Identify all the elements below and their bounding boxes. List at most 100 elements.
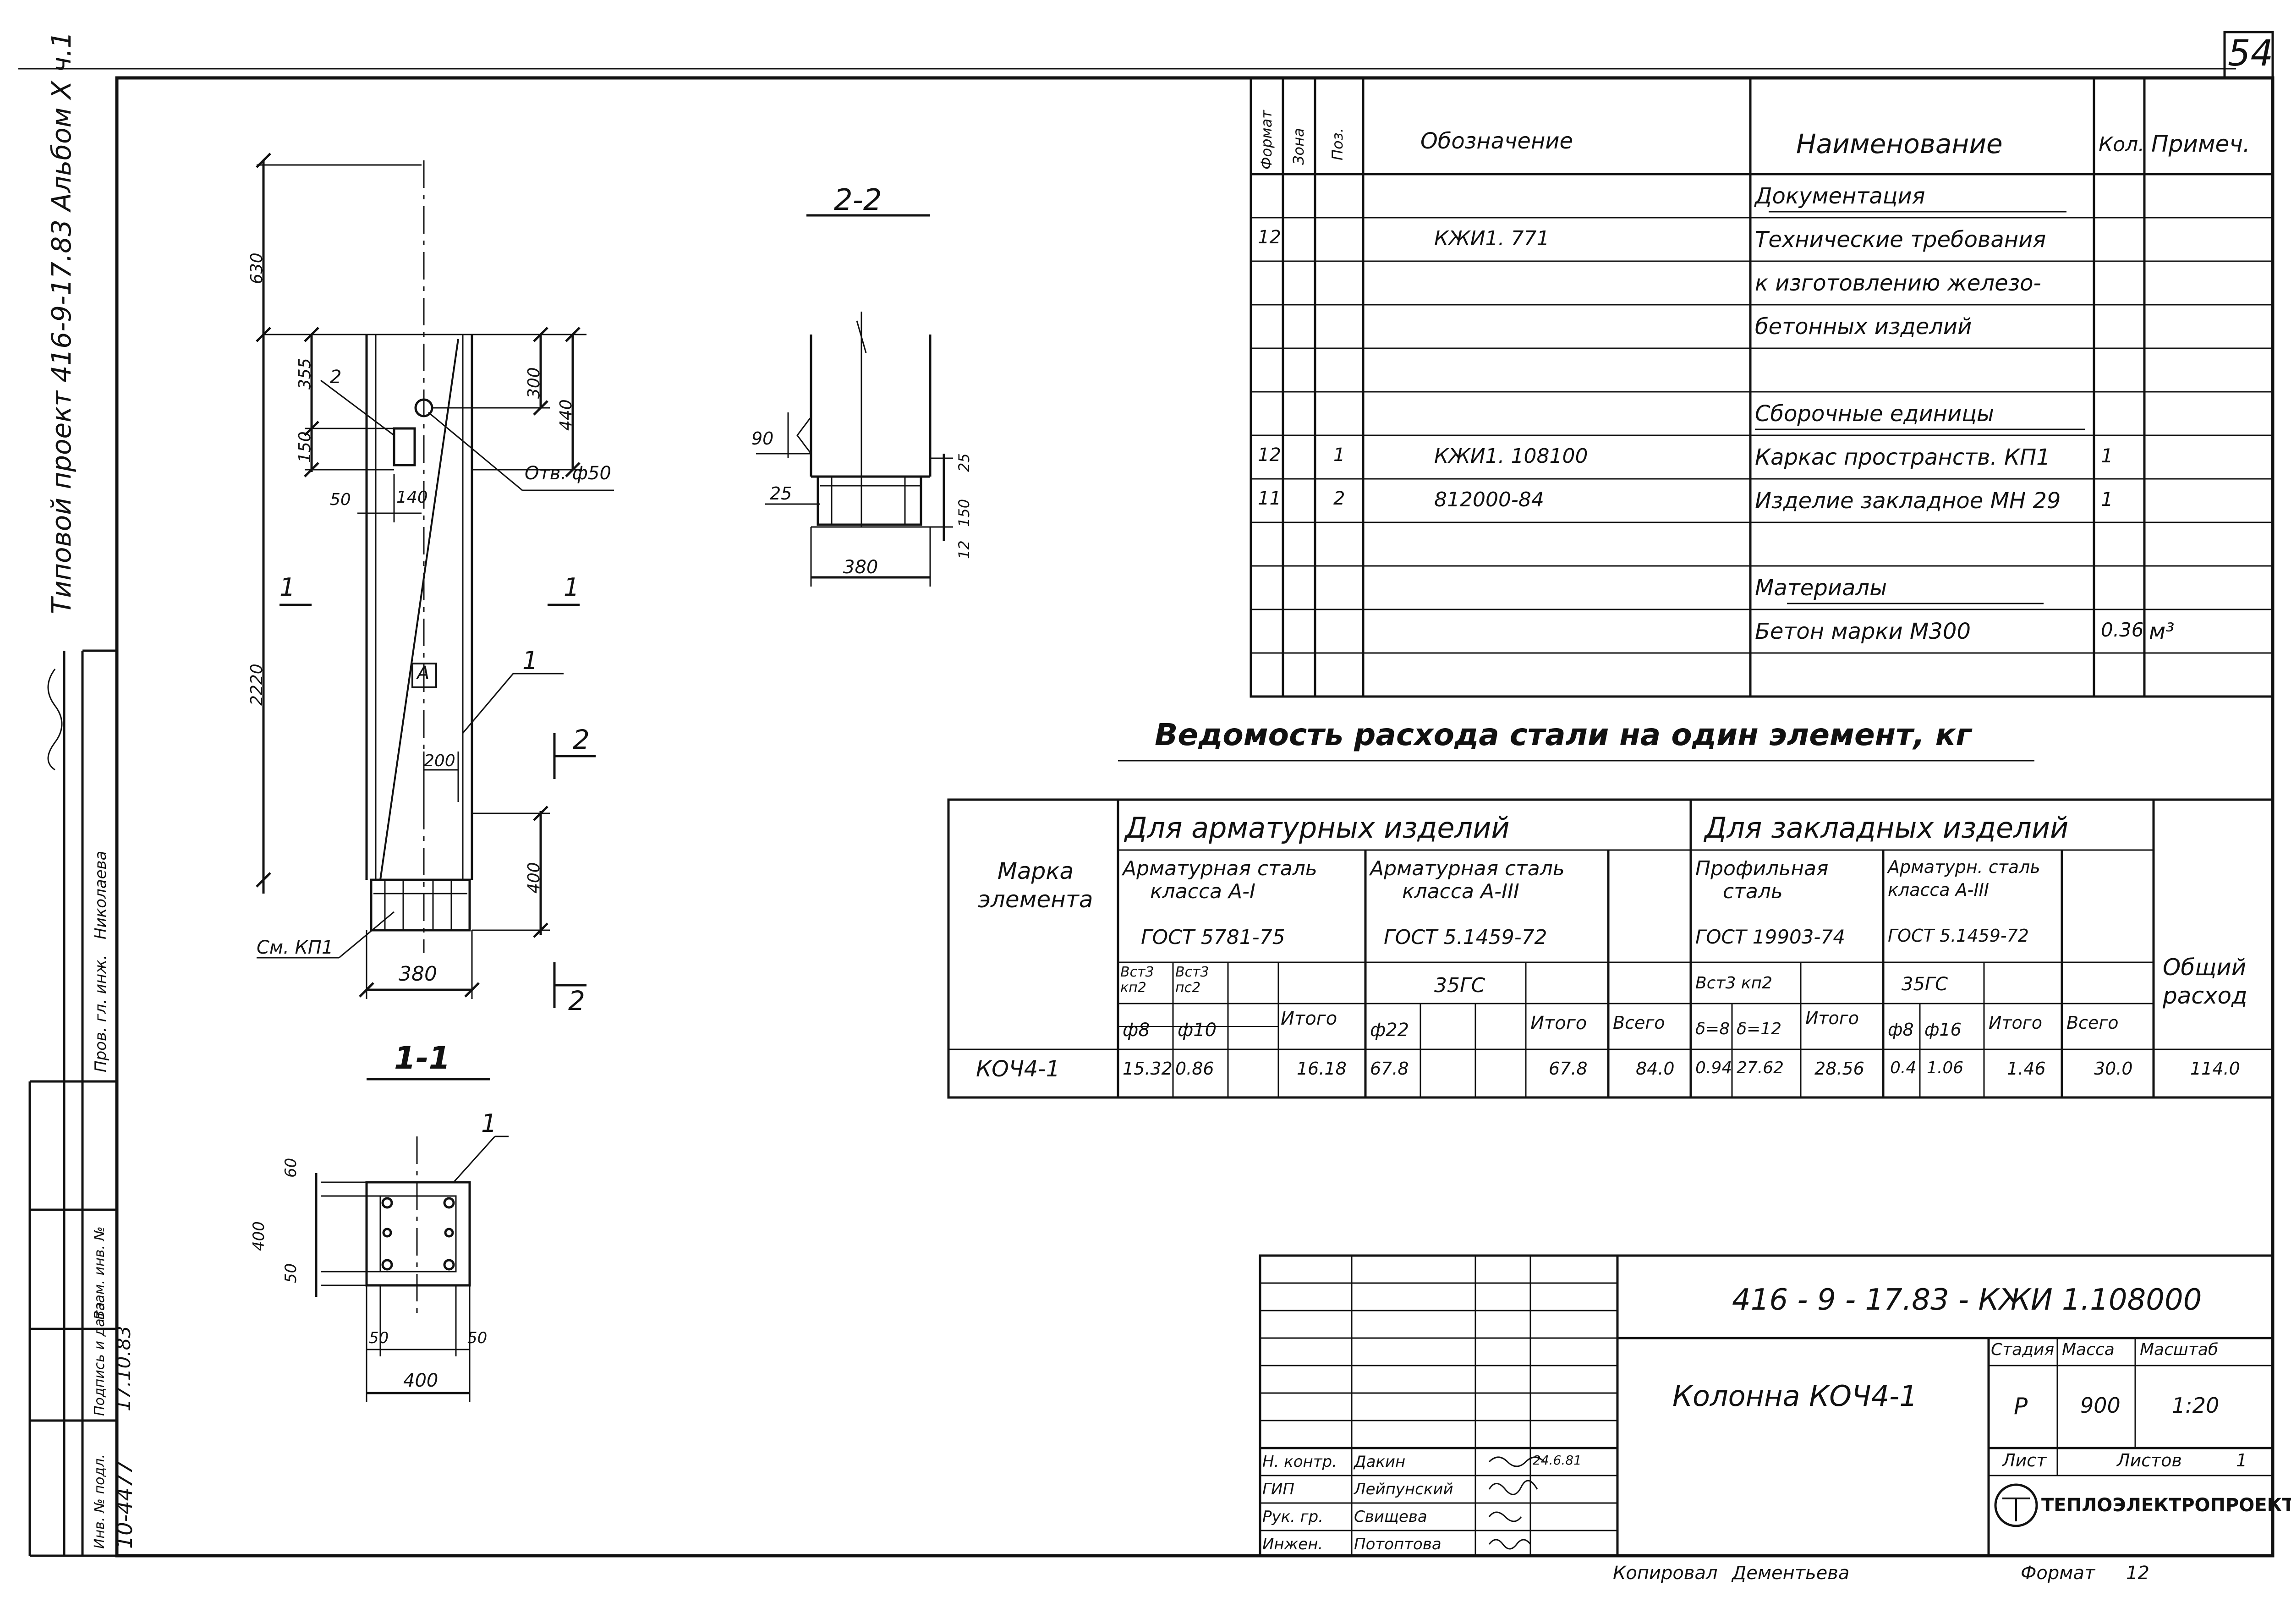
steel-row-b-total: 30.0 (2094, 1059, 2133, 1079)
s22-dim-150: 150 (955, 499, 973, 527)
steel-row-a2-sum: 67.8 (1549, 1059, 1588, 1079)
steel-dia-a1a: ф8 (1123, 1020, 1150, 1041)
sign-date: 17.10.83 (112, 1325, 135, 1411)
steel-itogo-b2: Итого (1989, 1013, 2043, 1033)
steel-a1-line2: класса А-I (1150, 880, 1255, 903)
spec-cell-fmt: 12 (1258, 227, 1281, 248)
footer-format-label: Формат (2021, 1563, 2095, 1584)
steel-a2-line2: класса А-III (1402, 880, 1519, 903)
steel-vsego-b: Всего (2066, 1013, 2119, 1033)
dim-150: 150 (296, 431, 314, 463)
steel-dia-a2: ф22 (1370, 1020, 1409, 1041)
steel-total-header: Общий расход (2163, 954, 2247, 1009)
s11-dim-50-right: 50 (467, 1329, 488, 1347)
steel-title: Ведомость расхода стали на один элемент,… (1155, 717, 1972, 752)
dim-300: 300 (525, 367, 543, 399)
steel-grade-a1b: Вст3 пс2 (1175, 964, 1209, 996)
checker-role: Пров. гл. инж. (92, 955, 110, 1072)
s22-dim-90: 90 (751, 428, 774, 449)
steel-a1-line3: ГОСТ 5781-75 (1141, 926, 1285, 949)
tb-role-date: 24.6.81 (1533, 1453, 1582, 1468)
section-mark-2-top: 2 (573, 724, 590, 755)
steel-row-a2: 67.8 (1370, 1059, 1409, 1079)
section-22-title: 2-2 (834, 183, 882, 217)
dim-355: 355 (296, 358, 314, 390)
section-mark-1-right: 1 (564, 573, 580, 602)
sheets-value: 1 (2236, 1450, 2247, 1470)
steel-row-b1b: 27.62 (1737, 1059, 1784, 1077)
dim-200: 200 (424, 752, 455, 770)
steel-grade-a1a: Вст3 кп2 (1120, 964, 1154, 996)
s11-dim-60: 60 (282, 1158, 300, 1178)
dim-630: 630 (247, 252, 266, 284)
dim-400: 400 (525, 862, 543, 894)
steel-a2-line1: Арматурная сталь (1370, 857, 1565, 880)
project-label: Типовой проект 416-9-17.83 Альбом Х ч.1 (46, 31, 77, 614)
spec-cell-name: Изделие закладное МН 29 (1755, 488, 2061, 514)
steel-a2-line3: ГОСТ 5.1459-72 (1384, 926, 1547, 949)
footer-copied: Копировал (1613, 1563, 1718, 1584)
mass-header: Масса (2062, 1340, 2115, 1359)
steel-dia-a1b: ф10 (1178, 1020, 1217, 1041)
stage-value: Р (2014, 1393, 2028, 1420)
spec-cell-designation: 812000-84 (1434, 488, 1544, 511)
steel-itogo-a1: Итого (1281, 1008, 1337, 1029)
section-mark-2-bottom: 2 (568, 985, 585, 1016)
mass-value: 900 (2080, 1393, 2121, 1418)
spec-cell-qty: 1 (2101, 444, 2113, 467)
spec-header-qty: Кол. (2099, 133, 2145, 156)
steel-dia-b1b: δ=12 (1737, 1020, 1781, 1038)
steel-grade-a2: 35ГС (1434, 974, 1485, 997)
node-label: А (417, 663, 430, 684)
pos-label-1: 1 (522, 646, 538, 675)
spec-cell-name: Каркас пространств. КП1 (1755, 444, 2050, 470)
pos-label-1-section: 1 (481, 1109, 497, 1138)
steel-dia-b2a: ф8 (1888, 1020, 1914, 1040)
s22-dim-25-right: 25 (955, 453, 973, 472)
s11-dim-50-v: 50 (282, 1263, 300, 1283)
spec-cell-note: м³ (2149, 619, 2175, 644)
steel-row-a1-sum: 16.18 (1297, 1059, 1347, 1079)
inv-number: 10-4477 (112, 1460, 137, 1549)
stamp-label-inv: Инв. № подл. (92, 1454, 108, 1549)
org-name: ТЕПЛОЭЛЕКТРОПРОЕКТ (2041, 1495, 2291, 1516)
steel-dia-b1a: δ=8 (1695, 1020, 1730, 1038)
spec-cell-designation: КЖИ1. 771 (1434, 227, 1550, 250)
hole-label: Отв. ф50 (525, 463, 611, 484)
footer-copier: Дементьева (1732, 1563, 1850, 1584)
s22-dim-12: 12 (955, 540, 973, 559)
steel-row-b1a: 0.94 (1695, 1059, 1732, 1077)
spec-cell-name: бетонных изделий (1755, 314, 1972, 340)
kp-label: См. КП1 (257, 937, 334, 958)
spec-header-format: Формат (1258, 110, 1275, 170)
steel-row-a1b: 0.86 (1175, 1059, 1214, 1079)
steel-grade-b2: 35ГС (1902, 974, 1948, 995)
spec-header-note: Примеч. (2151, 131, 2250, 157)
steel-row-b1-sum: 28.56 (1814, 1059, 1864, 1079)
stage-header: Стадия (1991, 1340, 2055, 1359)
part-name: Колонна КОЧ4-1 (1672, 1379, 1918, 1413)
section-11-title: 1-1 (394, 1040, 450, 1076)
spec-cell-pos: 2 (1333, 488, 1345, 509)
tb-role-role: Н. контр. (1262, 1453, 1337, 1471)
spec-cell-name: Бетон марки М300 (1755, 619, 1971, 644)
spec-cell-fmt: 11 (1258, 488, 1281, 509)
tb-role-role: Рук. гр. (1262, 1508, 1324, 1526)
steel-mark-header: Марка элемента (978, 858, 1093, 913)
steel-b2-line1: Арматурн. сталь (1888, 857, 2040, 877)
steel-group-a: Для арматурных изделий (1125, 811, 1510, 845)
s22-dim-380: 380 (843, 557, 878, 578)
section-mark-1-left: 1 (280, 573, 296, 602)
steel-b1-line3: ГОСТ 19903-74 (1695, 926, 1845, 948)
checker-name: Николаева (92, 850, 110, 939)
steel-row-b2b: 1.06 (1927, 1059, 1964, 1077)
spec-cell-name: Сборочные единицы (1755, 401, 1994, 427)
spec-cell-name: Материалы (1755, 575, 1887, 601)
steel-itogo-b1: Итого (1805, 1008, 1859, 1028)
spec-cell-designation: КЖИ1. 108100 (1434, 444, 1588, 468)
steel-b1-line2: сталь (1723, 880, 1783, 903)
sheet-header: Лист (2002, 1450, 2047, 1470)
steel-grade-b1: Вст3 кп2 (1695, 974, 1772, 993)
dim-50: 50 (330, 490, 351, 509)
spec-cell-qty: 1 (2101, 488, 2113, 510)
